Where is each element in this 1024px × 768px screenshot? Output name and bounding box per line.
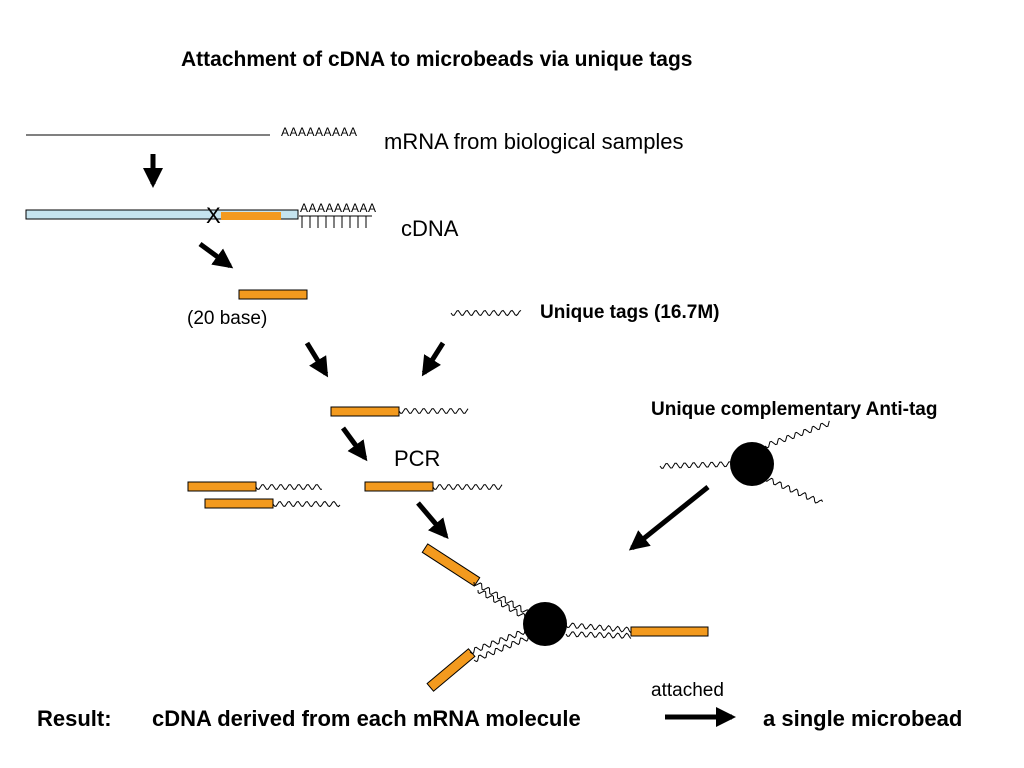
attached-strand-upper-a	[473, 581, 530, 617]
attached-cdna-upper-bar	[421, 543, 481, 587]
anti-tag-strand-upper	[764, 420, 830, 449]
pcr-label: PCR	[394, 446, 441, 471]
anti-tag-strand-lower	[764, 477, 823, 504]
arrow-cdna-to-fragment	[198, 241, 234, 269]
poly-t-comb	[299, 215, 372, 228]
ligated-product-bar	[330, 406, 400, 417]
mrna-label: mRNA from biological samples	[384, 129, 684, 154]
pcr-copy-3-tag	[432, 484, 503, 490]
unique-tag-wave	[450, 309, 522, 317]
attached-strand-upper-b	[477, 589, 532, 621]
arrow-anti-tag-to-bead	[628, 485, 710, 551]
attached-label: attached	[651, 680, 724, 701]
arrow-tag-to-ligation	[421, 341, 446, 377]
arrow-to-pcr	[340, 426, 368, 462]
pcr-copy-1-tag	[255, 484, 322, 490]
cdna-strand	[25, 209, 299, 220]
arrow-fragment-to-ligation	[304, 341, 329, 378]
cdna-tag-region	[221, 212, 281, 220]
pcr-copy-3-bar	[364, 481, 434, 492]
unique-tags-label: Unique tags (16.7M)	[540, 302, 720, 323]
arrow-pcr-to-bead	[416, 501, 449, 540]
poly-a-label-cdna: AAAAAAAAA	[300, 201, 377, 215]
cdna-marker-x: X	[206, 203, 221, 228]
diagram-title: Attachment of cDNA to microbeads via uni…	[181, 48, 693, 71]
pcr-copy-1-bar	[187, 481, 257, 492]
attached-strand-lower-a	[469, 627, 528, 655]
fragment-20-base	[238, 289, 308, 300]
result-microbead	[523, 602, 567, 646]
poly-a-label-mrna: AAAAAAAAA	[281, 125, 358, 139]
result-right-text: a single microbead	[763, 706, 963, 731]
attached-strand-lower-b	[473, 634, 530, 663]
ligated-product-tag	[398, 408, 469, 414]
attached-strand-right-b	[565, 631, 632, 639]
anti-tag-microbead	[730, 442, 774, 486]
pcr-copy-2-tag	[272, 500, 341, 508]
anti-tag-strand-left	[659, 461, 736, 469]
pcr-copy-2-bar	[204, 498, 274, 509]
attached-strand-right-a	[565, 622, 632, 633]
result-prefix: Result:	[37, 706, 112, 731]
attached-cdna-right-bar	[630, 626, 709, 637]
anti-tag-label: Unique complementary Anti-tag	[651, 399, 938, 420]
attached-cdna-lower-bar	[426, 648, 476, 692]
cdna-label: cDNA	[401, 216, 459, 241]
base-20-label: (20 base)	[187, 308, 268, 329]
result-left-text: cDNA derived from each mRNA molecule	[152, 706, 581, 731]
